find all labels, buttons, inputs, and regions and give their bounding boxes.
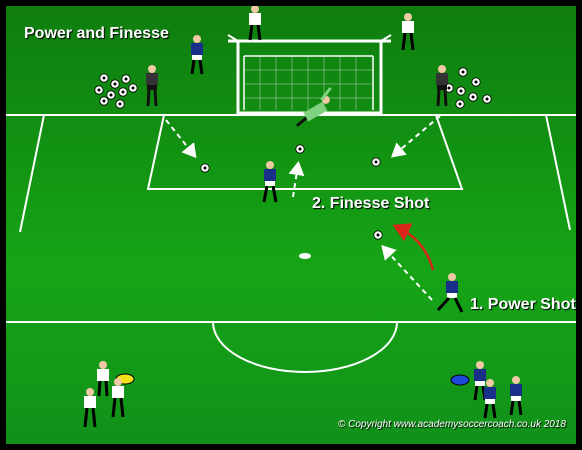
penalty-box-left-edge [20,115,44,232]
goalkeeper-icon [289,88,340,128]
soccer-ball-icon [296,145,304,153]
soccer-ball-icon [372,158,380,166]
finesse-shot-arrow [293,165,298,197]
drill-title: Power and Finesse [24,25,169,43]
ball-pile-right [445,68,491,108]
soccer-ball-icon [201,164,209,172]
six-yard-box [148,115,462,189]
run-arrow [384,248,432,300]
power-shot-label: 1. Power Shot [470,296,576,314]
goal [228,35,391,113]
player-icon [402,13,414,50]
player-icon [264,161,276,202]
pass-arrow-right [394,116,440,155]
cone-disc-icon [451,375,469,385]
player-icon [438,273,462,312]
player-icon [84,388,96,427]
finesse-shot-label: 2. Finesse Shot [312,195,429,213]
player-icon [97,361,109,396]
pitch-markings [6,6,576,444]
ball-pile-left [95,74,137,108]
soccer-ball-icon [374,231,382,239]
center-arc [213,322,397,372]
copyright-notice: © Copyright www.academysoccercoach.co.uk… [338,419,566,430]
player-icon [484,379,496,418]
penalty-spot [299,253,311,259]
player-icon [146,65,158,106]
penalty-box-right-edge [546,115,570,230]
soccer-pitch: Power and Finesse 2. Finesse Shot 1. Pow… [6,6,576,444]
player-icon [436,65,448,106]
player-icon [191,35,203,74]
player-icon [510,376,522,415]
power-shot-arrow [397,227,433,270]
pass-arrow-left [166,120,194,155]
player-icon [249,6,261,40]
